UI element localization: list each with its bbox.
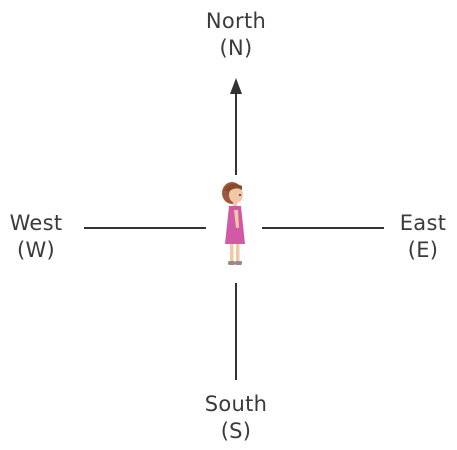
girl-figure-icon [222,182,245,265]
east-name: East [399,211,447,235]
west-name: West [9,211,63,235]
south-abbr: (S) [220,419,252,443]
north-name: North [205,9,267,33]
arrow-up-icon [230,78,242,94]
north-label: North (N) [188,8,284,62]
north-abbr: (N) [219,36,253,60]
west-label: West (W) [0,210,72,264]
south-name: South [204,392,268,416]
west-abbr: (W) [16,238,56,262]
east-abbr: (E) [407,238,439,262]
south-label: South (S) [188,391,284,445]
east-label: East (E) [392,210,454,264]
